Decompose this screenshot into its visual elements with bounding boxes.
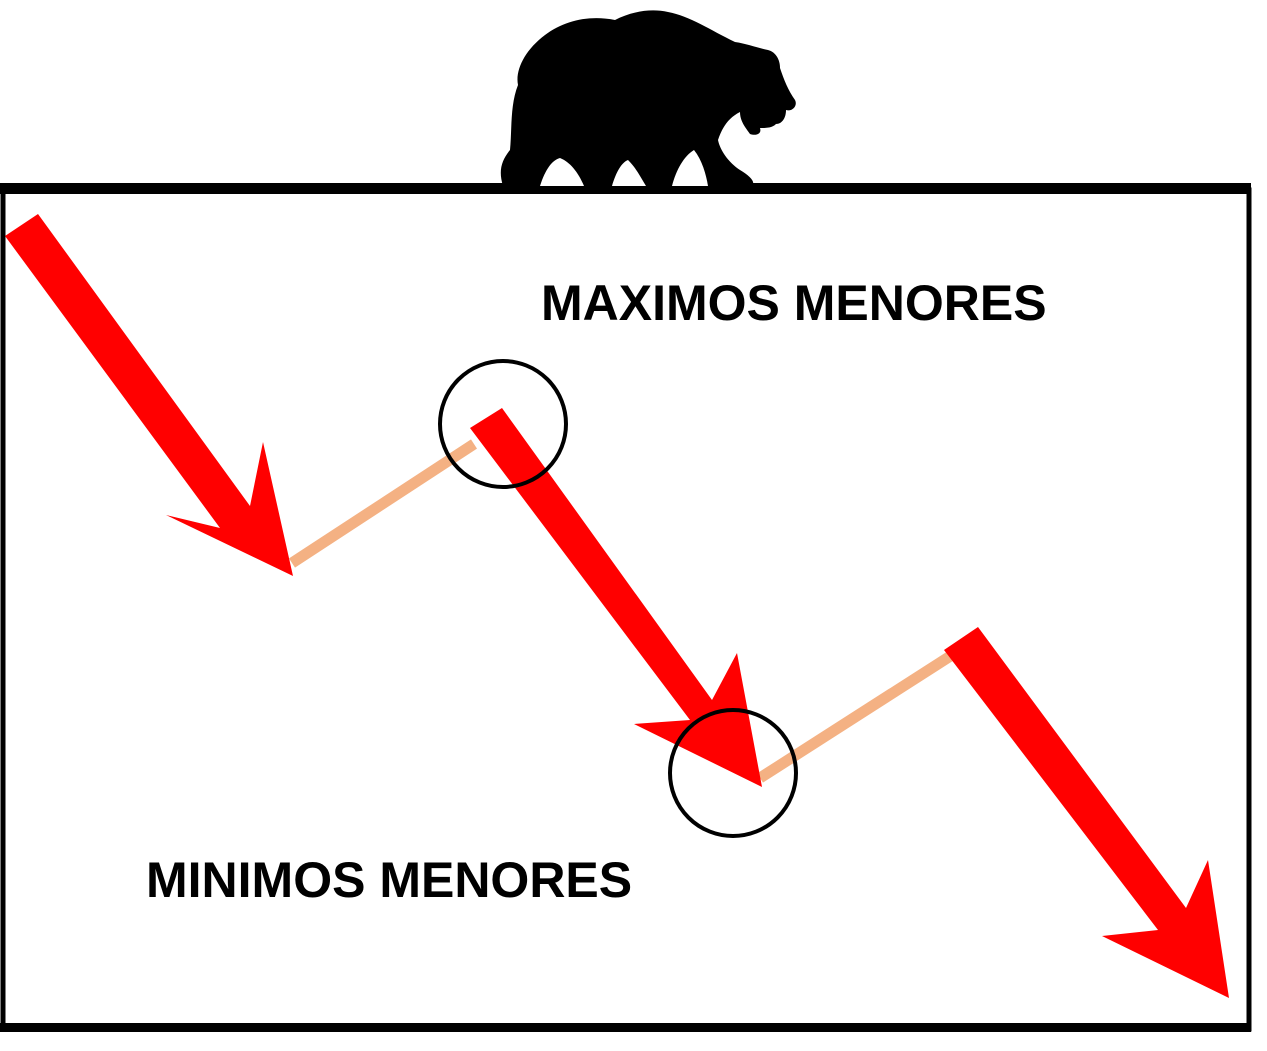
up-segment-1 [288, 439, 478, 568]
down-arrow-3 [944, 627, 1229, 998]
bear-icon [500, 10, 796, 186]
up-segment-2 [757, 650, 955, 783]
lower-low-circle [668, 708, 798, 838]
frame-top-bar [0, 183, 1251, 194]
frame [0, 183, 1252, 1032]
lower-lows-label: MINIMOS MENORES [146, 852, 633, 908]
lower-high-circle [438, 359, 568, 489]
retracement-segments [288, 439, 955, 783]
down-arrows [5, 214, 1229, 998]
down-arrow-1 [5, 214, 293, 576]
bear-leg-gaps [540, 150, 708, 186]
lower-highs-label: MAXIMOS MENORES [541, 275, 1047, 331]
frame-bottom-bar [0, 1023, 1251, 1032]
down-arrow-2 [470, 408, 762, 787]
